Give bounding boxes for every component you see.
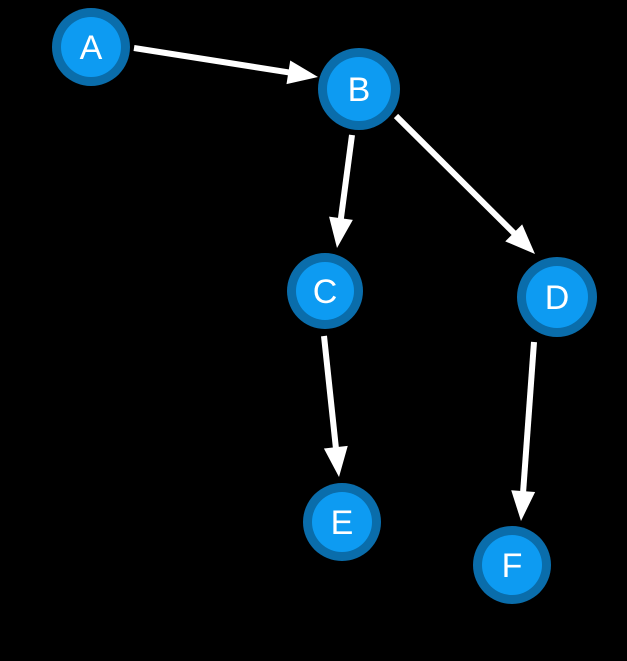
graph-node-A[interactable]: A xyxy=(52,8,130,86)
edge-line-D-F xyxy=(519,341,537,495)
graph-node-B[interactable]: B xyxy=(318,48,400,130)
edge-line-B-D xyxy=(393,113,518,238)
graph-node-F[interactable]: F xyxy=(473,526,551,604)
edge-arrowhead-C-E xyxy=(323,445,348,477)
edge-line-B-C xyxy=(337,134,355,222)
node-core-A xyxy=(61,17,121,77)
graph-node-E[interactable]: E xyxy=(303,483,381,561)
node-label-B: B xyxy=(348,71,371,109)
graph-edge[interactable] xyxy=(321,335,348,477)
graph-node-C[interactable]: C xyxy=(287,253,363,329)
node-label-F: F xyxy=(502,547,523,585)
graph-edge[interactable] xyxy=(393,113,535,254)
node-label-C: C xyxy=(313,273,338,311)
graph-edge[interactable] xyxy=(133,45,318,85)
graph-edge[interactable] xyxy=(511,341,537,521)
edge-arrowhead-A-B xyxy=(286,60,318,85)
edge-arrowhead-D-F xyxy=(511,490,536,521)
nodes-layer: A B C D E F xyxy=(52,8,597,604)
node-core-C xyxy=(296,262,354,320)
node-label-A: A xyxy=(80,29,103,67)
edges-layer xyxy=(133,45,537,521)
graph-node-D[interactable]: D xyxy=(517,257,597,337)
node-core-B xyxy=(327,57,391,121)
edge-line-A-B xyxy=(133,45,292,76)
node-label-E: E xyxy=(331,504,354,542)
node-core-F xyxy=(482,535,542,595)
edge-line-C-E xyxy=(321,335,340,451)
edge-arrowhead-B-C xyxy=(329,216,353,248)
graph-edge[interactable] xyxy=(329,134,355,248)
node-core-D xyxy=(526,266,588,328)
node-core-E xyxy=(312,492,372,552)
node-label-D: D xyxy=(545,279,570,317)
edge-arrowhead-B-D xyxy=(505,224,535,254)
